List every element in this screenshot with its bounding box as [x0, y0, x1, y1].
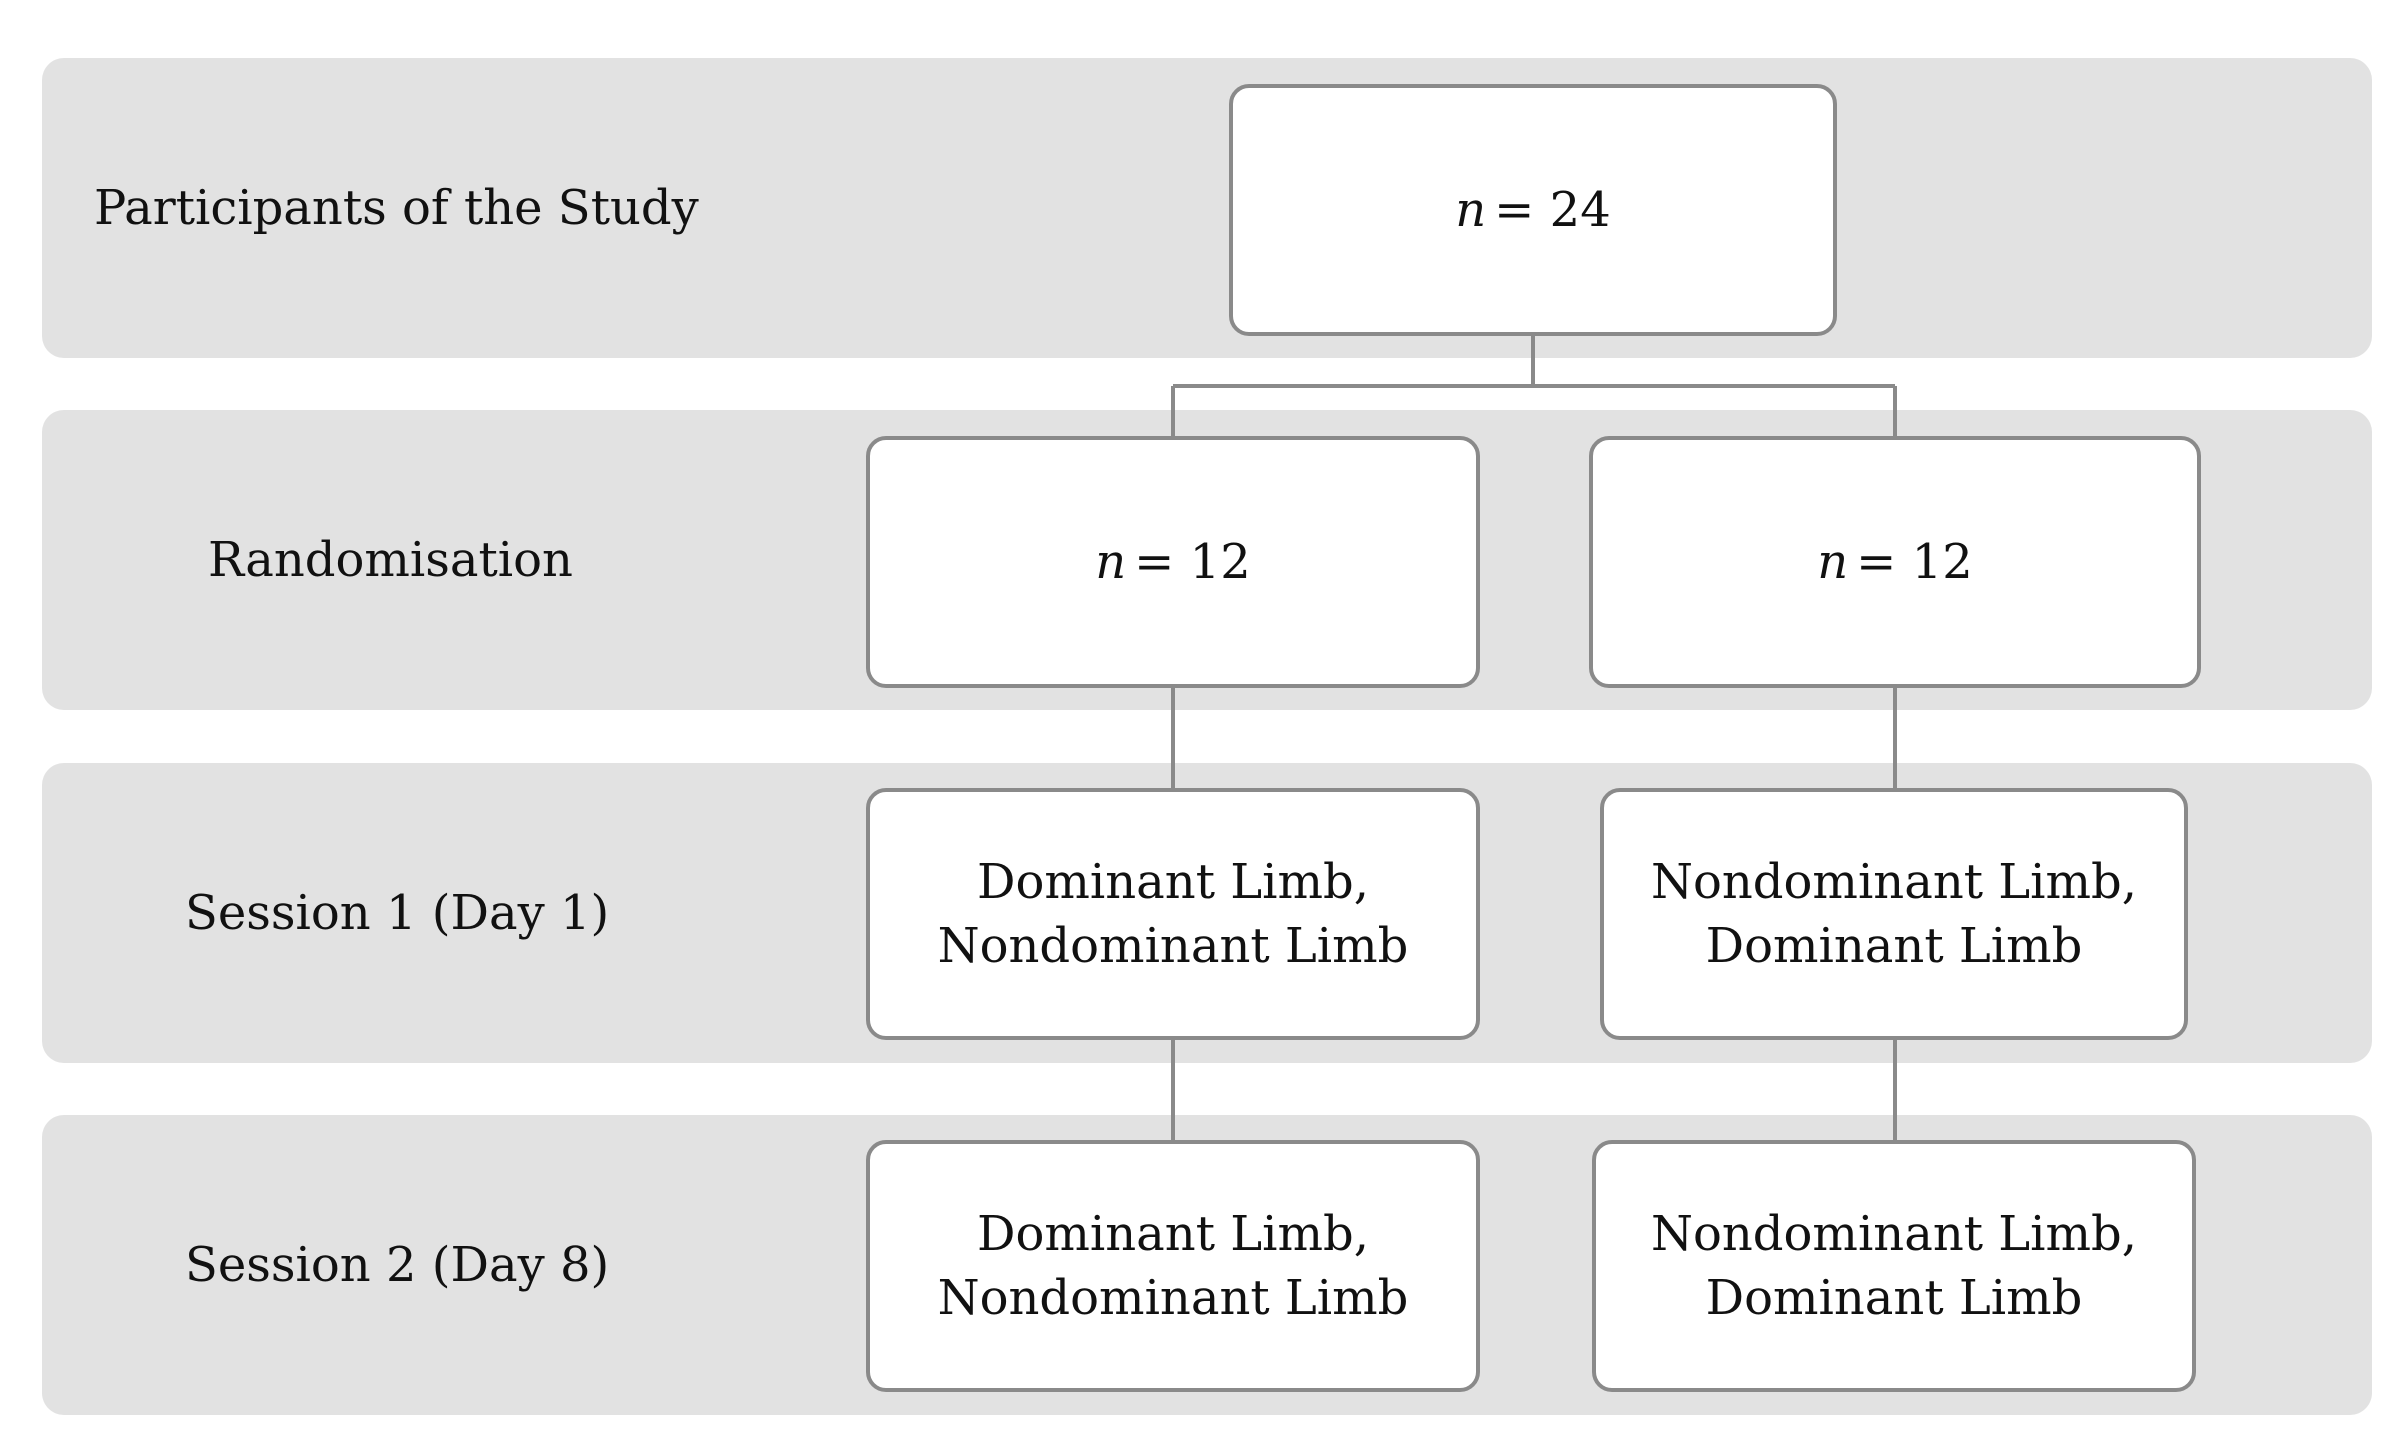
- group-b-count: n = 12: [1817, 530, 1972, 594]
- total-count: n = 24: [1455, 178, 1610, 242]
- box-group-b-session2: Nondominant Limb, Dominant Limb: [1592, 1140, 2196, 1392]
- box-group-b: n = 12: [1589, 436, 2201, 688]
- row-label-randomisation-text: Randomisation: [208, 532, 573, 588]
- group-a-session2-line2: Nondominant Limb: [937, 1270, 1409, 1326]
- group-a-n-symbol: n: [1095, 534, 1127, 590]
- box-group-a-session1: Dominant Limb, Nondominant Limb: [866, 788, 1480, 1040]
- group-b-session2-line1: Nondominant Limb,: [1650, 1206, 2138, 1262]
- row-label-session2-text: Session 2 (Day 8): [185, 1237, 610, 1293]
- box-group-a-session2: Dominant Limb, Nondominant Limb: [866, 1140, 1480, 1392]
- group-a-session2-line1: Dominant Limb,: [977, 1206, 1369, 1262]
- group-b-session1-line1: Nondominant Limb,: [1650, 854, 2138, 910]
- total-n-value: = 24: [1494, 182, 1611, 238]
- row-label-session1-text: Session 1 (Day 1): [185, 885, 610, 941]
- group-b-session1-line2: Dominant Limb: [1705, 918, 2083, 974]
- group-b-session2-line2: Dominant Limb: [1705, 1270, 2083, 1326]
- row-label-participants: Participants of the Study: [94, 58, 699, 358]
- group-b-n-symbol: n: [1817, 534, 1849, 590]
- group-a-count: n = 12: [1095, 530, 1250, 594]
- group-b-n-value: = 12: [1856, 534, 1973, 590]
- row-label-participants-text: Participants of the Study: [94, 180, 699, 236]
- box-total-participants: n = 24: [1229, 84, 1837, 336]
- group-a-n-value: = 12: [1134, 534, 1251, 590]
- row-band-participants: Participants of the Study: [42, 58, 2372, 358]
- row-label-session2: Session 2 (Day 8): [185, 1115, 609, 1415]
- box-group-a: n = 12: [866, 436, 1480, 688]
- row-label-session1: Session 1 (Day 1): [185, 763, 609, 1063]
- row-label-randomisation: Randomisation: [208, 410, 573, 710]
- box-group-b-session1: Nondominant Limb, Dominant Limb: [1600, 788, 2188, 1040]
- total-n-symbol: n: [1455, 182, 1487, 238]
- group-a-session1-line2: Nondominant Limb: [937, 918, 1409, 974]
- group-a-session1-line1: Dominant Limb,: [977, 854, 1369, 910]
